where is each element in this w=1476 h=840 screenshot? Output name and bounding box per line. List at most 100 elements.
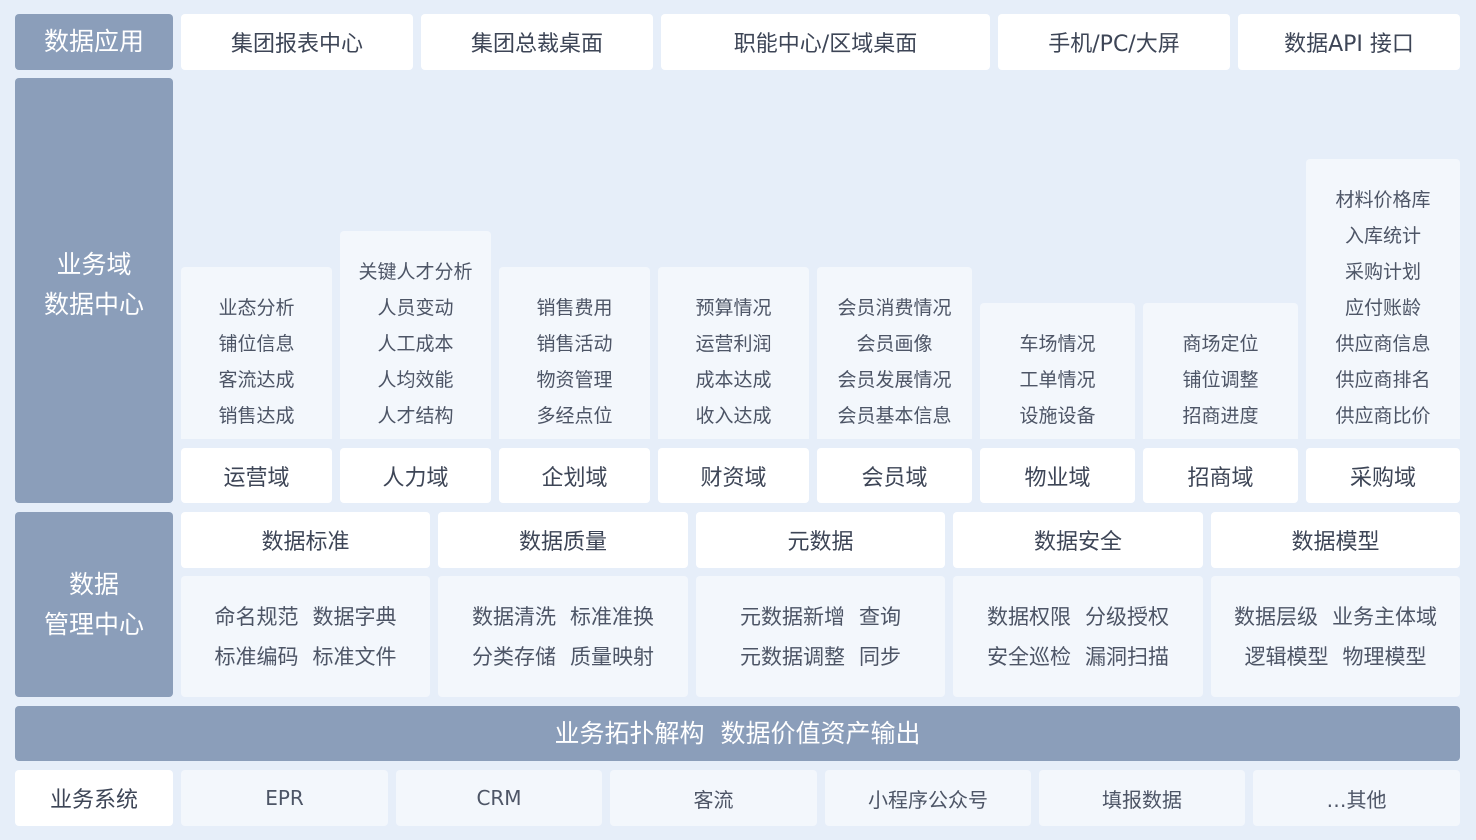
list-item: 销售达成 — [218, 405, 295, 427]
list-item: 材料价格库 — [1335, 189, 1431, 211]
list-item: 人均效能 — [377, 369, 454, 391]
list-item: 会员基本信息 — [837, 405, 952, 427]
value-output-banner: 业务拓扑解构 数据价值资产输出 — [15, 706, 1460, 761]
list-item: 人员变动 — [377, 297, 454, 319]
system-miniprogram: 小程序公众号 — [825, 770, 1031, 826]
list-item: 业态分析 — [218, 297, 295, 319]
list-item: 销售费用 — [536, 297, 613, 319]
list-item: 运营利润 — [695, 333, 772, 355]
list-item: 收入达成 — [695, 405, 772, 427]
management-title-line1: 数据 — [68, 569, 119, 599]
domain-finance-list: 预算情况 运营利润 成本达成 收入达成 — [658, 267, 809, 439]
domain-property-list: 车场情况 工单情况 设施设备 — [980, 303, 1135, 439]
mgmt-item: 标准准换 — [570, 604, 654, 629]
domain-leasing-list: 商场定位 铺位调整 招商进度 — [1143, 303, 1298, 439]
mgmt-security-items: 数据权限分级授权 安全巡检漏洞扫描 — [953, 576, 1203, 697]
list-item: 会员消费情况 — [837, 297, 952, 319]
system-epr: EPR — [181, 770, 388, 826]
domain-planning-list: 销售费用 销售活动 物资管理 多经点位 — [499, 267, 650, 439]
system-crm: CRM — [396, 770, 602, 826]
mgmt-item: 标准编码 — [214, 644, 299, 669]
mgmt-metadata-items: 元数据新增查询 元数据调整同步 — [696, 576, 945, 697]
list-item: 人才结构 — [377, 405, 454, 427]
list-item: 会员发展情况 — [837, 369, 952, 391]
list-item: 物资管理 — [536, 369, 613, 391]
system-form-data: 填报数据 — [1039, 770, 1245, 826]
app-layer-title-text: 数据应用 — [43, 27, 144, 56]
app-item-devices: 手机/PC/大屏 — [998, 14, 1230, 70]
domain-ops-list: 业态分析 铺位信息 客流达成 销售达成 — [181, 267, 332, 439]
business-domain-title-line2: 数据中心 — [43, 289, 144, 319]
management-title: 数据 管理中心 — [15, 512, 173, 697]
mgmt-standard-header: 数据标准 — [181, 512, 430, 568]
mgmt-item: 安全巡检 — [987, 644, 1071, 669]
mgmt-item: 查询 — [859, 604, 901, 629]
mgmt-item: 数据字典 — [312, 604, 397, 629]
list-item: 成本达成 — [695, 369, 772, 391]
list-item: 商场定位 — [1182, 333, 1259, 355]
mgmt-model-header: 数据模型 — [1211, 512, 1460, 568]
domain-label-ops: 运营域 — [181, 448, 332, 503]
list-item: 工单情况 — [1019, 369, 1096, 391]
domain-label-planning: 企划域 — [499, 448, 650, 503]
mgmt-item: 逻辑模型 — [1244, 644, 1329, 669]
list-item: 预算情况 — [695, 297, 772, 319]
mgmt-item: 同步 — [859, 644, 901, 669]
domain-label-property: 物业域 — [980, 448, 1135, 503]
domain-label-finance: 财资域 — [658, 448, 809, 503]
list-item: 入库统计 — [1344, 225, 1421, 247]
mgmt-security-header: 数据安全 — [953, 512, 1203, 568]
mgmt-item: 质量映射 — [570, 644, 654, 669]
mgmt-item: 分级授权 — [1085, 604, 1169, 629]
mgmt-item: 数据层级 — [1234, 604, 1318, 629]
list-item: 关键人才分析 — [358, 261, 473, 283]
mgmt-item: 标准文件 — [312, 644, 397, 669]
list-item: 多经点位 — [536, 405, 613, 427]
app-item-api: 数据API 接口 — [1238, 14, 1460, 70]
app-item-report-center: 集团报表中心 — [181, 14, 413, 70]
list-item: 人工成本 — [377, 333, 454, 355]
business-domain-title-line1: 业务域 — [56, 249, 132, 279]
domain-member-list: 会员消费情况 会员画像 会员发展情况 会员基本信息 — [817, 267, 972, 439]
systems-title: 业务系统 — [15, 770, 173, 826]
domain-label-hr: 人力域 — [340, 448, 491, 503]
mgmt-item: 命名规范 — [214, 604, 299, 629]
app-item-function-desktop: 职能中心/区域桌面 — [661, 14, 990, 70]
domain-label-leasing: 招商域 — [1143, 448, 1298, 503]
list-item: 铺位调整 — [1182, 369, 1259, 391]
mgmt-model-items: 数据层级业务主体域 逻辑模型物理模型 — [1211, 576, 1460, 697]
list-item: 供应商排名 — [1335, 369, 1431, 391]
domain-label-member: 会员域 — [817, 448, 972, 503]
mgmt-item: 业务主体域 — [1332, 604, 1437, 629]
list-item: 应付账龄 — [1344, 297, 1421, 319]
mgmt-item: 漏洞扫描 — [1085, 644, 1169, 669]
list-item: 招商进度 — [1182, 405, 1259, 427]
mgmt-item: 元数据新增 — [740, 604, 845, 629]
mgmt-quality-header: 数据质量 — [438, 512, 688, 568]
domain-hr-list: 关键人才分析 人员变动 人工成本 人均效能 人才结构 — [340, 231, 491, 439]
app-layer-title: 数据应用 — [15, 14, 173, 70]
mgmt-item: 分类存储 — [472, 644, 556, 669]
list-item: 销售活动 — [536, 333, 613, 355]
mgmt-metadata-header: 元数据 — [696, 512, 945, 568]
list-item: 客流达成 — [218, 369, 295, 391]
list-item: 会员画像 — [856, 333, 933, 355]
list-item: 铺位信息 — [218, 333, 295, 355]
system-traffic: 客流 — [610, 770, 817, 826]
list-item: 供应商比价 — [1335, 405, 1431, 427]
list-item: 车场情况 — [1019, 333, 1096, 355]
list-item: 供应商信息 — [1335, 333, 1431, 355]
domain-procurement-list: 材料价格库 入库统计 采购计划 应付账龄 供应商信息 供应商排名 供应商比价 — [1306, 159, 1460, 439]
mgmt-item: 元数据调整 — [740, 644, 845, 669]
mgmt-quality-items: 数据清洗标准准换 分类存储质量映射 — [438, 576, 688, 697]
domain-label-procurement: 采购域 — [1306, 448, 1460, 503]
app-item-ceo-desktop: 集团总裁桌面 — [421, 14, 653, 70]
list-item: 采购计划 — [1344, 261, 1421, 283]
mgmt-item: 物理模型 — [1342, 644, 1427, 669]
business-domain-title: 业务域 数据中心 — [15, 78, 173, 503]
system-others: …其他 — [1253, 770, 1460, 826]
management-title-line2: 管理中心 — [43, 609, 144, 639]
list-item: 设施设备 — [1019, 405, 1096, 427]
mgmt-item: 数据清洗 — [472, 604, 556, 629]
mgmt-item: 数据权限 — [987, 604, 1071, 629]
